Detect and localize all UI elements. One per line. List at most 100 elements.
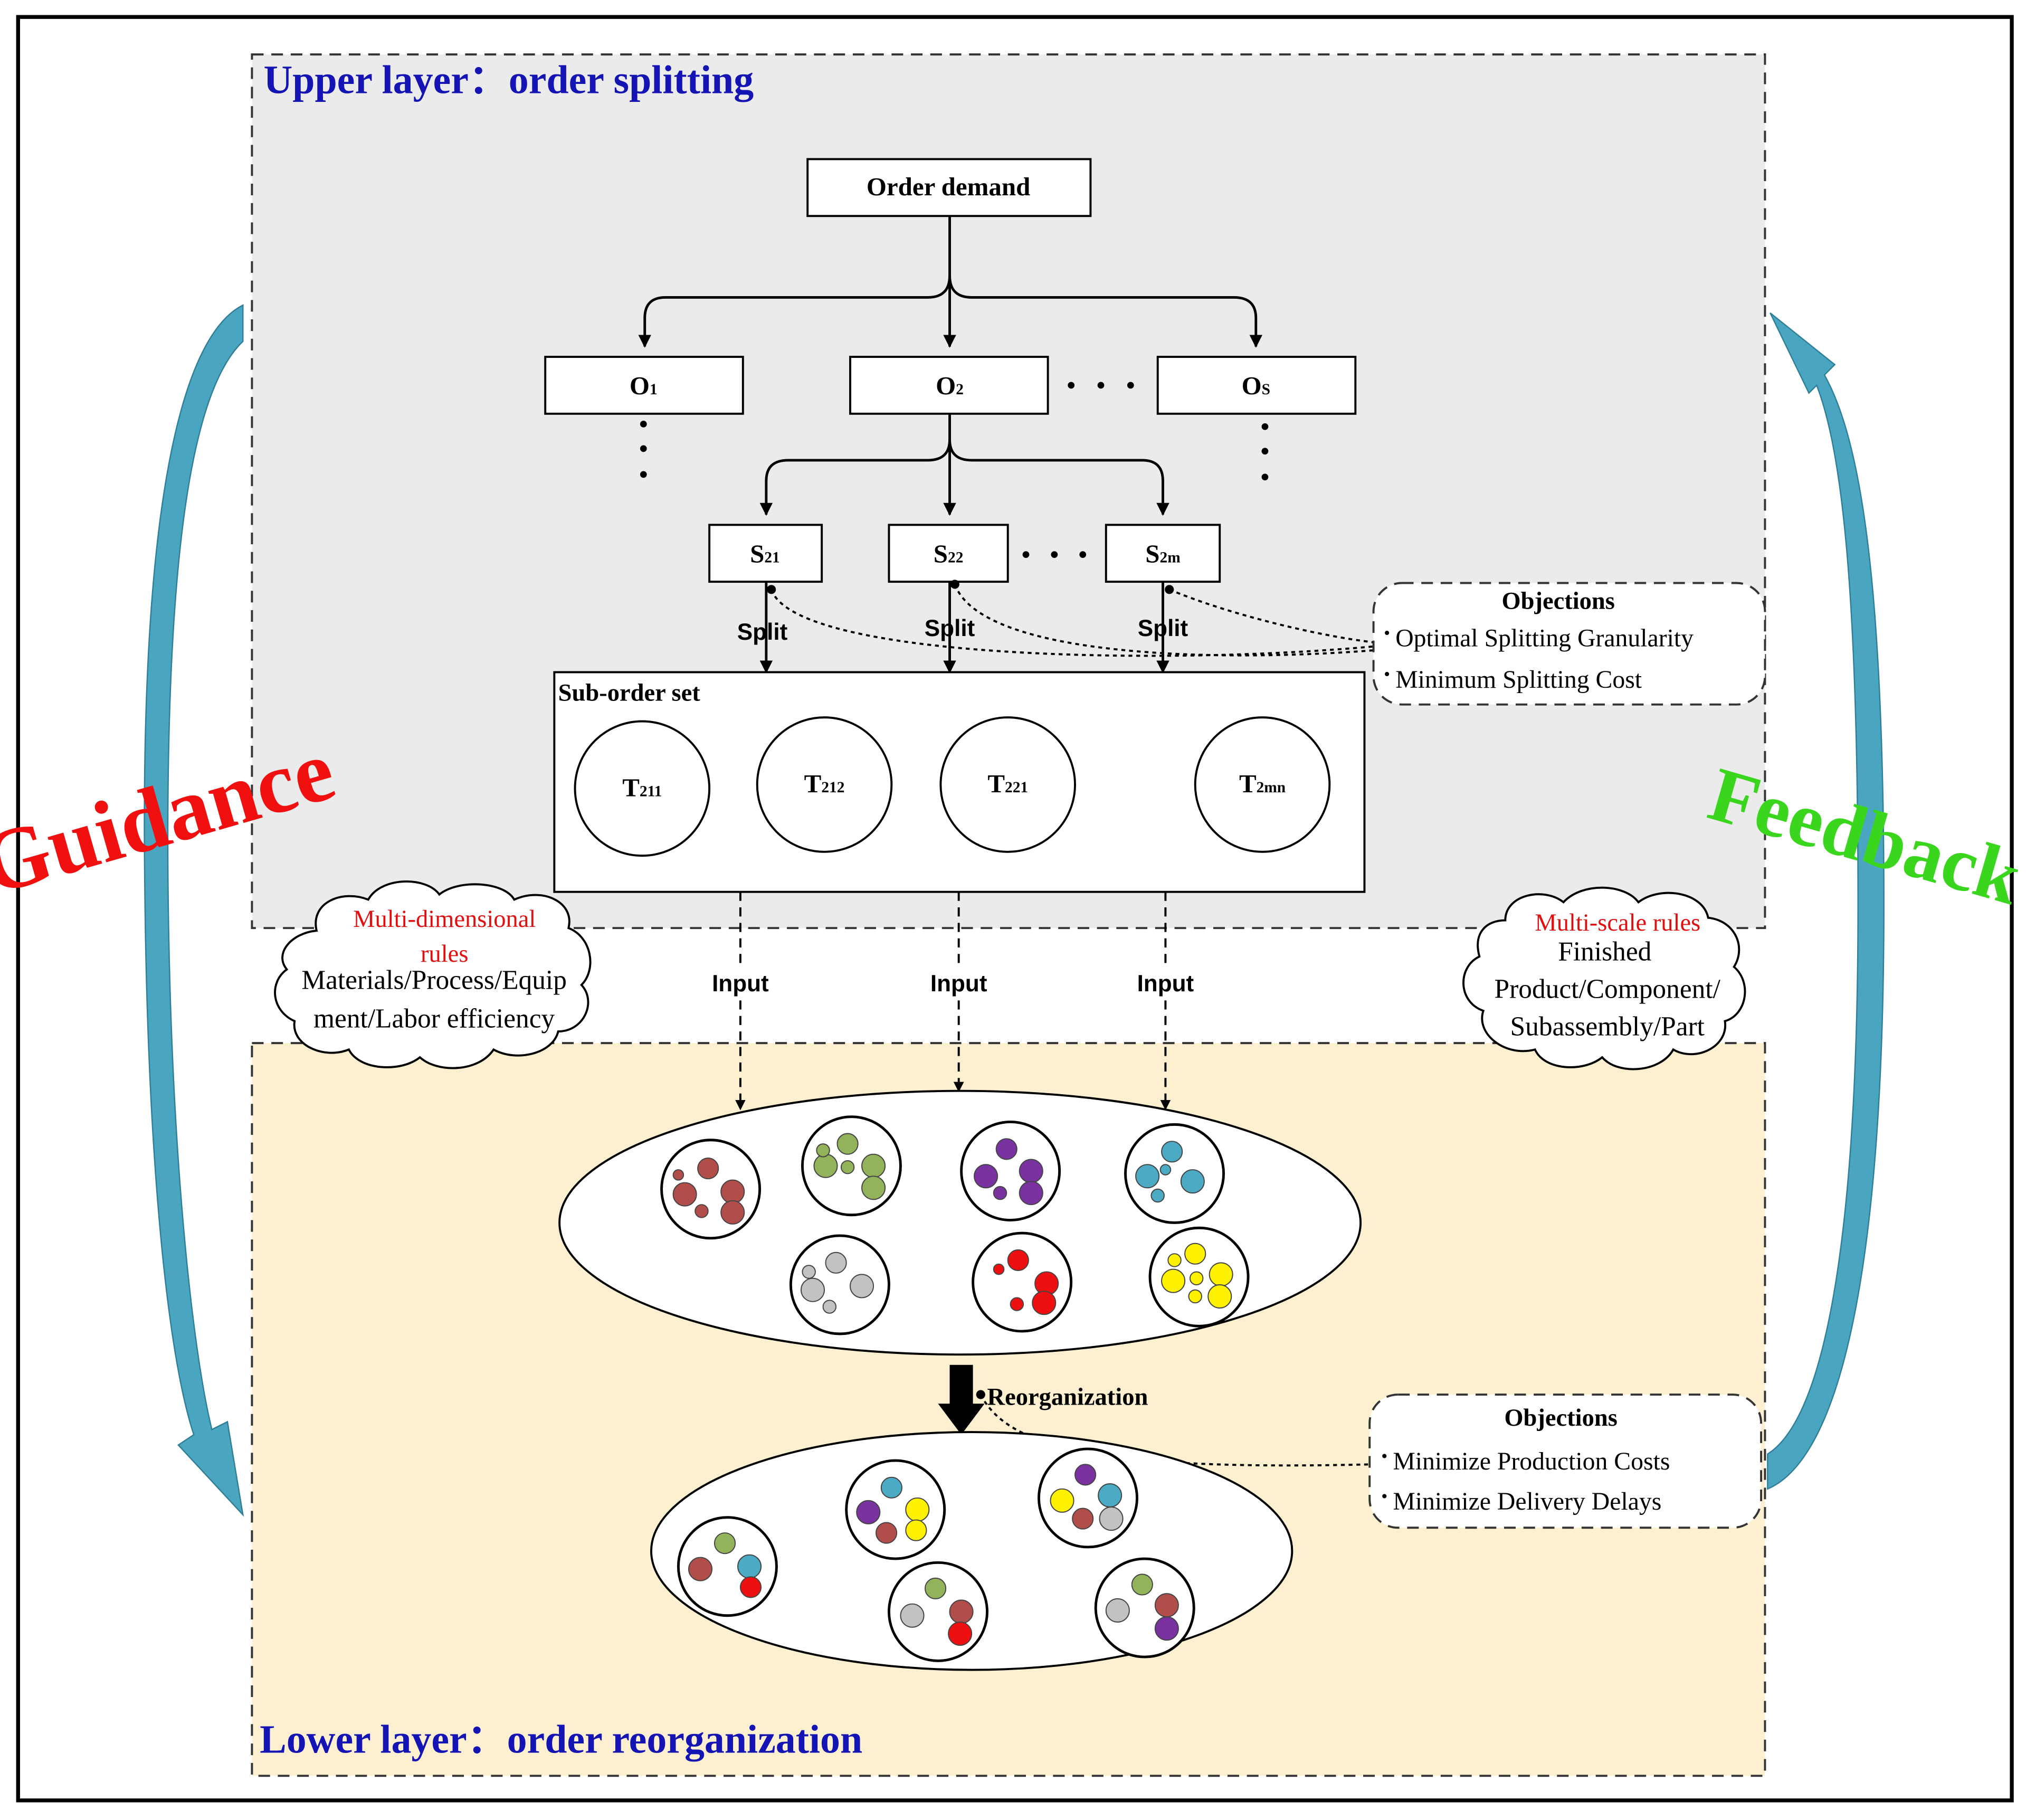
reorganized-pool-groups	[677, 1447, 1195, 1662]
suborder-box-s2m: S2m	[1105, 524, 1221, 583]
pool-group-purple-dot-5	[993, 1186, 1007, 1200]
task-circle-t2mn: T2mn	[1194, 716, 1331, 853]
pool-group-cyan	[1124, 1123, 1225, 1224]
reorg-group-1-dot-1	[880, 1476, 902, 1499]
input-label-3: Input	[1137, 971, 1194, 997]
svg-text:O2: O2	[936, 371, 964, 400]
suborder-set-title: Sub-order set	[558, 679, 701, 706]
order-os-subscript: S	[1262, 381, 1270, 398]
pool-group-red-dot-5	[1010, 1297, 1024, 1311]
pool-group-purple-dot-2	[974, 1164, 998, 1189]
multi-scale-rules-body-3: Subassembly/Part	[1510, 1011, 1705, 1041]
reorg-group-1	[845, 1459, 946, 1560]
reorg-group-2-dot-1	[1074, 1464, 1097, 1486]
multi-dimensional-rules-body-2: ment/Labor efficiency	[313, 1004, 555, 1034]
pool-group-purple	[960, 1121, 1061, 1221]
pool-group-brown-dot-1	[697, 1158, 719, 1180]
upper-objections-box	[1372, 582, 1766, 706]
pool-group-yellow-dot-1	[1184, 1243, 1206, 1265]
multi-dimensional-rules-title-2: rules	[421, 941, 468, 968]
reorg-group-2-dot-2	[1050, 1488, 1074, 1513]
task-t211-subscript: 211	[640, 783, 662, 800]
feedback-arrow	[1767, 312, 1885, 1490]
pool-group-gray-dot-3	[850, 1274, 874, 1298]
task-t212-subscript: 212	[821, 779, 844, 796]
svg-text:T221: T221	[987, 769, 1028, 798]
pool-group-cyan-dot-3	[1180, 1169, 1205, 1194]
upper-objections-title: Objections	[1501, 587, 1614, 614]
svg-text:T2mn: T2mn	[1239, 769, 1286, 798]
order-o1-subscript: 1	[650, 381, 658, 398]
pool-group-brown	[660, 1139, 762, 1240]
input-label-bg-3	[1126, 966, 1204, 998]
reorganization-label: Reorganization	[987, 1384, 1148, 1411]
suborder-s2m-subscript: 2m	[1160, 549, 1181, 566]
pool-group-yellow-dot-2	[1167, 1253, 1182, 1267]
reorg-group-3	[677, 1516, 778, 1617]
lower-objection-item-1: Minimize Production Costs	[1393, 1447, 1670, 1475]
pool-group-brown-dot-5	[672, 1169, 684, 1181]
order-box-o1: O1	[544, 356, 744, 415]
reorg-group-2-dot-5	[1099, 1506, 1124, 1531]
reorg-group-3-dot-2	[688, 1557, 713, 1581]
pool-group-red	[972, 1231, 1073, 1333]
pool-group-gray	[789, 1234, 890, 1335]
reorg-group-5-dot-1	[1131, 1573, 1153, 1596]
suborder-s21-subscript: 21	[764, 549, 779, 566]
multi-scale-rules-body-2: Product/Component/	[1495, 974, 1721, 1004]
reorg-group-4-dot-2	[900, 1603, 925, 1628]
pool-group-gray-dot-5	[802, 1265, 816, 1279]
pool-group-gray-ring	[789, 1234, 890, 1335]
reorg-group-3-dot-3	[737, 1554, 762, 1579]
pool-group-brown-dot-3	[720, 1179, 745, 1204]
reorg-group-1-dot-5	[905, 1519, 927, 1541]
multi-dimensional-rules-cloud	[274, 880, 592, 1069]
pool-group-gray-dot-2	[800, 1277, 825, 1302]
svg-text:S2m: S2m	[1145, 539, 1180, 568]
reorg-group-4	[888, 1561, 988, 1662]
split-label-1: Split	[737, 619, 788, 645]
pool-group-cyan-dot-1	[1161, 1141, 1183, 1163]
pool-group-green-dot-3	[861, 1153, 886, 1178]
pool-group-red-dot-4	[1032, 1291, 1057, 1315]
reorganization-arrow	[938, 1364, 985, 1435]
task-circle-t211: T211	[574, 720, 711, 857]
split-label-3: Split	[1138, 615, 1188, 641]
multi-scale-rules-cloud	[1462, 886, 1746, 1070]
order-os-label: O	[1242, 371, 1262, 400]
lower-layer-title: Lower layer：order reorganization	[260, 1717, 862, 1761]
multi-scale-rules-body-1: Finished	[1558, 936, 1651, 966]
pool-group-green-dot-4	[861, 1176, 886, 1200]
task-circle-t212: T212	[756, 716, 893, 853]
reorg-group-3-dot-1	[714, 1532, 736, 1554]
suborder-s22-subscript: 22	[948, 549, 963, 566]
pool-group-green	[801, 1115, 902, 1217]
suborder-s2m-label: S	[1145, 539, 1159, 568]
pool-group-yellow-dot-4	[1209, 1262, 1233, 1287]
reorg-group-5-dot-2	[1105, 1598, 1130, 1623]
svg-text:S22: S22	[934, 539, 964, 568]
lower-objection-bullet-1: •	[1381, 1446, 1387, 1466]
reorg-group-4-dot-4	[948, 1622, 973, 1646]
reorg-group-3-dot-4	[739, 1576, 762, 1598]
order-tree-connectors	[638, 216, 1263, 348]
task-t2mn-label: T	[1239, 769, 1257, 798]
pool-group-gray-dot-1	[825, 1252, 847, 1274]
pool-group-cyan-dot-4	[1150, 1188, 1165, 1203]
order-o2-label: O	[936, 371, 956, 400]
task-t221-label: T	[987, 769, 1005, 798]
pool-group-cyan-ring	[1124, 1123, 1225, 1224]
reorg-group-4-dot-1	[925, 1577, 947, 1599]
pool-group-yellow-dot-3	[1161, 1268, 1186, 1293]
lower-objections-title: Objections	[1504, 1405, 1617, 1432]
order-demand-box	[806, 158, 1092, 217]
input-label-2: Input	[930, 971, 987, 997]
upper-objection-item-2: Minimum Splitting Cost	[1395, 666, 1642, 694]
suborder-s21-label: S	[750, 539, 764, 568]
pool-group-green-dot-1	[836, 1133, 859, 1155]
sub-order-pool-groups	[660, 1115, 1250, 1335]
input-label-1: Input	[712, 971, 769, 997]
svg-text:T211: T211	[622, 773, 662, 802]
pool-group-green-dot-5	[816, 1143, 830, 1158]
